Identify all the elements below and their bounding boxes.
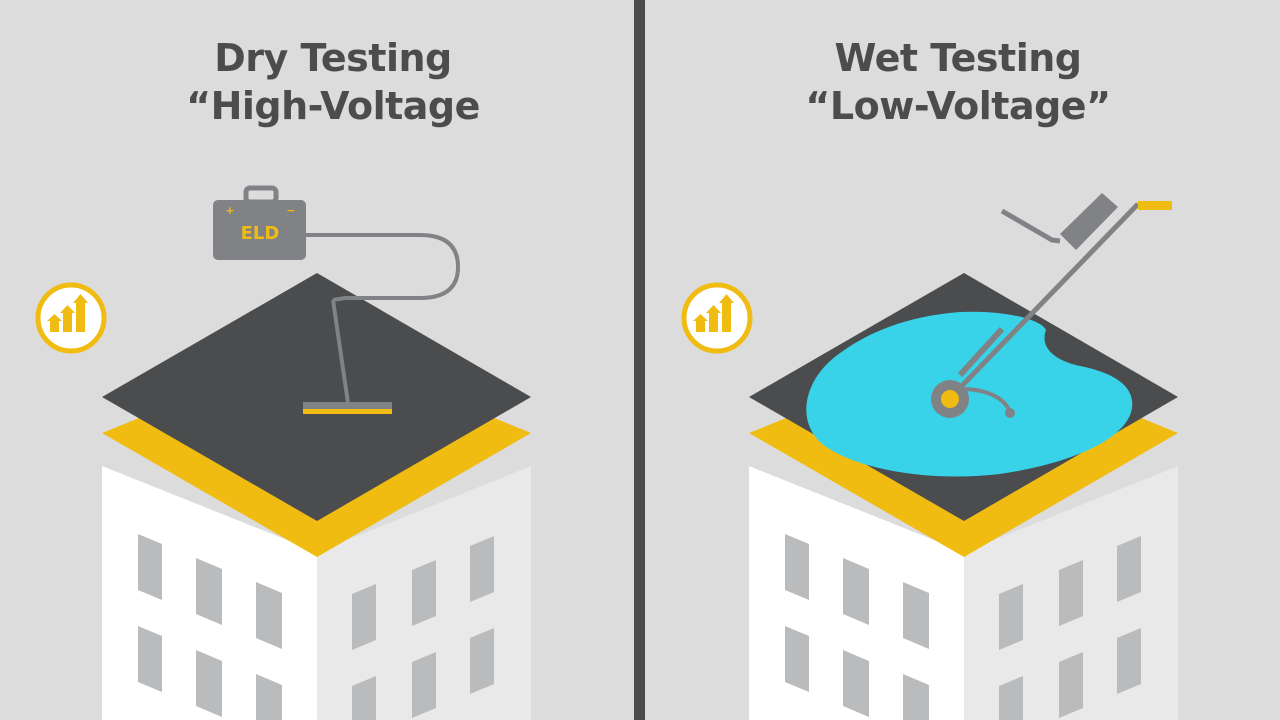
left-panel-title: Dry Testing “High-Voltage bbox=[53, 34, 613, 130]
eld-probe-contact bbox=[303, 409, 392, 414]
left-roof-membrane bbox=[102, 273, 531, 521]
eld-device bbox=[213, 185, 461, 414]
cart-grip bbox=[1138, 201, 1172, 210]
eld-probe-pole bbox=[331, 299, 350, 404]
water-puddle bbox=[806, 311, 1133, 477]
right-title-line2: “Low-Voltage” bbox=[805, 84, 1111, 128]
right-panel-title: Wet Testing “Low-Voltage” bbox=[678, 34, 1238, 130]
cart-sensor-tip bbox=[1005, 408, 1015, 418]
right-title-line1: Wet Testing bbox=[834, 36, 1082, 80]
eld-terminal-plus: + bbox=[225, 204, 234, 217]
left-title-line2: “High-Voltage bbox=[186, 84, 480, 128]
eld-terminal-minus: − bbox=[286, 204, 295, 217]
growth-chart-icon bbox=[693, 294, 734, 332]
growth-chart-icon bbox=[47, 294, 88, 332]
right-building bbox=[749, 466, 1178, 720]
cart-pole bbox=[948, 202, 1140, 400]
eld-box bbox=[213, 200, 306, 260]
cart-control-box bbox=[1060, 193, 1118, 250]
wet-testing-cart bbox=[931, 193, 1172, 418]
cart-wheel-hub bbox=[941, 390, 959, 408]
left-title-line1: Dry Testing bbox=[214, 36, 452, 80]
panel-divider bbox=[634, 0, 645, 720]
eld-cable bbox=[305, 233, 461, 302]
eld-probe-head bbox=[303, 402, 392, 410]
left-growth-badge bbox=[35, 282, 107, 354]
left-building bbox=[102, 466, 531, 720]
left-building-windows bbox=[138, 534, 494, 720]
right-building-windows bbox=[785, 534, 1141, 720]
right-growth-badge bbox=[681, 282, 753, 354]
cart-handle-frame bbox=[1000, 208, 1061, 244]
cart-side-rod bbox=[957, 326, 1005, 378]
eld-handle bbox=[243, 185, 279, 205]
eld-label: ELD bbox=[241, 223, 280, 244]
